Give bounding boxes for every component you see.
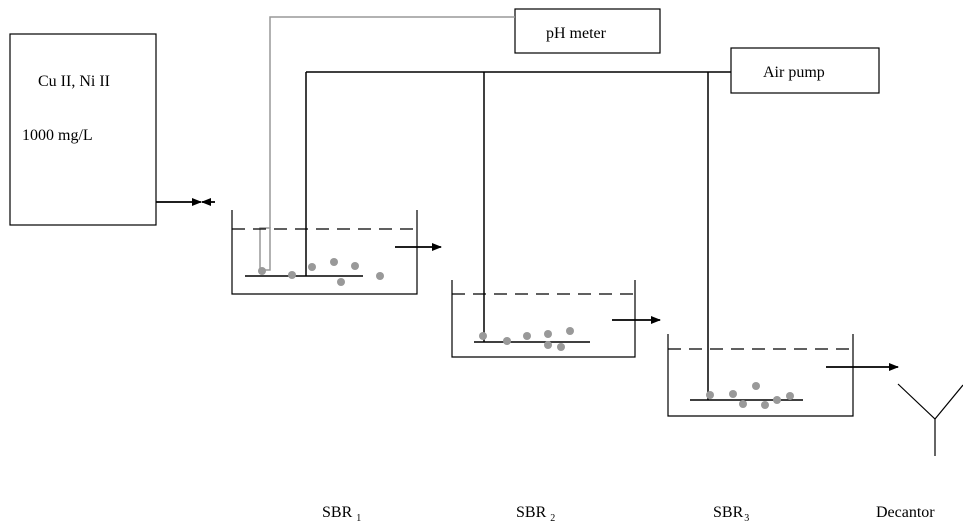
bubble [729,390,737,398]
bubble [523,332,531,340]
ph-meter: pH meter [259,8,661,271]
feed-tank: Cu II, Ni II 1000 mg/L [9,33,157,226]
sbr1-bubbles [258,258,384,286]
ph-meter-box [514,8,661,54]
sbr2-bubbles [479,327,574,351]
sbr3-sub: 3 [744,513,749,523]
bubble [761,401,769,409]
bubble [376,272,384,280]
bubble [752,382,760,390]
sbr2-tank [451,280,636,358]
bubble [786,392,794,400]
ph-probe [259,227,271,271]
air-pump: Air pump [305,47,880,400]
bubble [706,391,714,399]
bubble [544,330,552,338]
sbr3-tank [667,334,854,417]
sbr2-name: SBR [516,504,547,521]
ph-meter-label: pH meter [546,25,607,42]
air-pump-box [730,47,880,94]
sbr1-tank [231,210,418,295]
bubble [503,337,511,345]
sbr2-sub: 2 [550,513,555,523]
bubble [739,400,747,408]
sbr3-label: SBR3 [713,504,749,523]
sbr3-name: SBR [713,504,744,521]
bubble [566,327,574,335]
sbr3-walls [667,334,854,417]
sbr1-sub: 1 [356,513,361,523]
bubble [544,341,552,349]
bubble [337,278,345,286]
bubble [308,263,316,271]
air-pump-label: Air pump [763,64,825,81]
sbr1-walls [231,210,418,295]
bubble [258,267,266,275]
decantor-symbol [897,383,963,456]
decantor-funnel [897,383,963,420]
bubble [351,262,359,270]
bubble [330,258,338,266]
feed-tank-line2: 1000 mg/L [22,127,93,144]
feed-tank-box [9,33,157,226]
bubble [479,332,487,340]
decantor-label: Decantor [876,504,935,521]
ph-meter-line [269,16,515,228]
sbr1-name: SBR [322,504,353,521]
feed-tank-line1: Cu II, Ni II [38,73,110,90]
sbr2-walls [451,280,636,358]
bubble [773,396,781,404]
bubble [557,343,565,351]
bubble [288,271,296,279]
sbr3-bubbles [706,382,794,409]
